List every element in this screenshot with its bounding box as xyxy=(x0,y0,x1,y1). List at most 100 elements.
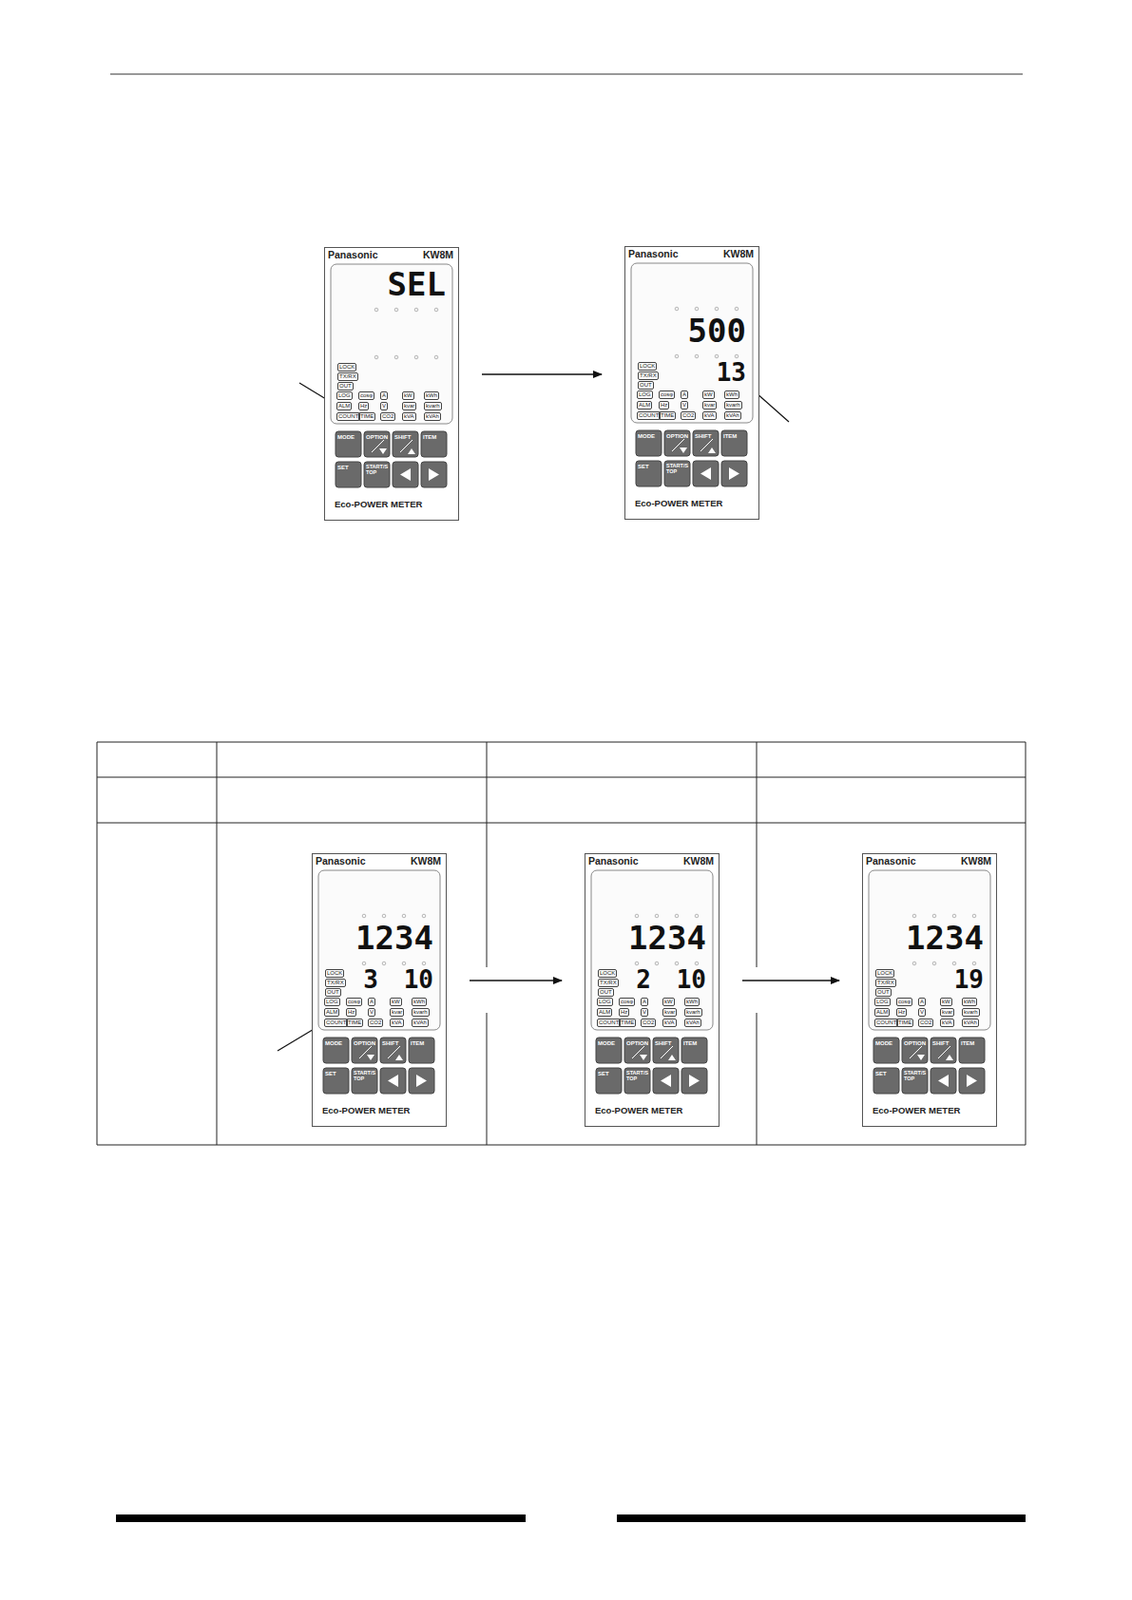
unit-indicator: CO2 xyxy=(380,412,396,422)
button-label: START/STOP xyxy=(365,464,389,476)
display-middle: 1234 xyxy=(355,921,434,955)
unit-indicator: CO2 xyxy=(640,1018,656,1028)
unit-indicator: cosφ xyxy=(896,997,913,1007)
unit-indicator: kW xyxy=(389,997,403,1007)
leader-arrows xyxy=(277,383,789,1052)
status-indicator: TX/RX xyxy=(875,978,897,988)
button-label: START/STOP xyxy=(353,1071,377,1082)
unit-indicator: COUNT xyxy=(324,1018,348,1028)
unit-indicator: LOG xyxy=(336,391,353,401)
flow-arrow xyxy=(469,979,562,981)
power-meter: PanasonicKW8M1234210LOCKTX/RXOUTLOGcosφA… xyxy=(584,853,720,1128)
unit-indicator: Hz xyxy=(358,402,369,411)
unit-indicator: ALM xyxy=(596,1008,613,1017)
unit-indicator: A xyxy=(380,391,388,401)
status-indicator: LOCK xyxy=(325,969,345,979)
unit-indicator: cosφ xyxy=(658,390,675,400)
unit-indicator: kWh xyxy=(411,997,427,1007)
brand-name: Panasonic xyxy=(327,249,379,261)
unit-indicator: ALM xyxy=(336,402,352,411)
unit-indicator: ALM xyxy=(874,1008,890,1017)
status-indicator: TX/RX xyxy=(337,372,359,382)
button-label: SET xyxy=(597,1071,610,1077)
status-indicator: LOCK xyxy=(337,363,357,372)
unit-indicator: COUNT xyxy=(636,411,661,421)
unit-indicator: LOG xyxy=(596,997,614,1007)
unit-indicator: kVAh xyxy=(724,411,742,421)
display-small-right: 10 xyxy=(676,967,707,993)
display-small-left: 3 xyxy=(349,967,379,993)
button-label: START/STOP xyxy=(626,1071,650,1082)
unit-indicator: TIME xyxy=(345,1018,364,1028)
product-name: Eco-POWER METER xyxy=(594,1106,683,1116)
unit-indicator: kVA xyxy=(940,1018,955,1028)
status-indicator: OUT xyxy=(325,988,342,998)
button-label: ITEM xyxy=(410,1040,424,1047)
unit-indicator: kvar xyxy=(940,1008,955,1017)
unit-indicator: kvarh xyxy=(684,1008,703,1017)
unit-indicator: TIME xyxy=(896,1018,914,1028)
unit-indicator: kvarh xyxy=(961,1008,980,1017)
unit-indicator: V xyxy=(380,402,388,411)
unit-indicator: V xyxy=(680,401,689,410)
unit-indicator: cosφ xyxy=(345,997,363,1007)
display-small-left: 2 xyxy=(622,967,652,993)
unit-indicator: COUNT xyxy=(874,1018,899,1028)
unit-indicator: kWh xyxy=(724,390,740,400)
display-small-right: 13 xyxy=(716,360,747,385)
button-label: MODE xyxy=(637,433,655,440)
brand-name: Panasonic xyxy=(588,856,639,867)
unit-indicator: kWh xyxy=(684,997,700,1007)
button-label: ITEM xyxy=(960,1040,975,1047)
status-indicator: TX/RX xyxy=(325,978,346,988)
unit-indicator: V xyxy=(367,1008,376,1017)
model-name: KW8M xyxy=(422,249,454,261)
display-middle: 500 xyxy=(688,314,747,347)
unit-indicator: kVAh xyxy=(411,1018,429,1028)
unit-indicator: V xyxy=(640,1008,649,1017)
unit-indicator: LOG xyxy=(324,997,341,1007)
status-indicator: LOCK xyxy=(597,969,617,979)
unit-indicator: LOG xyxy=(874,997,891,1007)
power-meter: PanasonicKW8M50013LOCKTX/RXOUTLOGcosφAkW… xyxy=(624,246,760,520)
unit-indicator: Hz xyxy=(896,1008,907,1017)
button-label: ITEM xyxy=(723,433,737,440)
status-indicator: OUT xyxy=(637,381,654,390)
status-indicator: OUT xyxy=(597,988,614,998)
model-name: KW8M xyxy=(683,856,714,867)
status-indicator: LOCK xyxy=(875,969,895,979)
flow-arrow xyxy=(742,979,840,981)
power-meter: PanasonicKW8M123419LOCKTX/RXOUTLOGcosφAk… xyxy=(862,853,998,1128)
display-small-right: 19 xyxy=(954,967,984,993)
unit-indicator: Hz xyxy=(658,401,670,410)
unit-indicator: kW xyxy=(940,997,953,1007)
brand-name: Panasonic xyxy=(628,249,679,260)
button-label: SHIFT xyxy=(932,1040,949,1047)
button-label: OPTION xyxy=(626,1040,649,1047)
status-indicator: OUT xyxy=(337,382,354,391)
brand-name: Panasonic xyxy=(865,856,917,867)
display-middle: 1234 xyxy=(628,921,707,955)
button-label: OPTION xyxy=(353,1040,376,1047)
unit-indicator: kW xyxy=(662,997,675,1007)
button-label: ITEM xyxy=(683,1040,697,1047)
button-label: OPTION xyxy=(903,1040,926,1047)
unit-indicator: A xyxy=(367,997,376,1007)
power-meter: PanasonicKW8M1234310LOCKTX/RXOUTLOGcosφA… xyxy=(311,853,447,1128)
button-label: SET xyxy=(637,463,650,470)
button-label: MODE xyxy=(337,434,355,441)
flow-arrow xyxy=(481,373,602,375)
unit-indicator: CO2 xyxy=(367,1018,384,1028)
table-grid xyxy=(96,742,1026,1146)
header-rule xyxy=(110,74,1023,76)
product-name: Eco-POWER METER xyxy=(334,499,423,510)
unit-indicator: COUNT xyxy=(596,1018,621,1028)
unit-indicator: kWh xyxy=(961,997,978,1007)
button-label: SHIFT xyxy=(394,434,411,441)
button-label: SET xyxy=(875,1071,887,1077)
product-name: Eco-POWER METER xyxy=(634,498,723,509)
unit-indicator: kvarh xyxy=(423,402,442,411)
button-label: SHIFT xyxy=(382,1040,399,1047)
power-meter: PanasonicKW8MSELLOCKTX/RXOUTLOGcosφAkWkW… xyxy=(324,247,460,521)
